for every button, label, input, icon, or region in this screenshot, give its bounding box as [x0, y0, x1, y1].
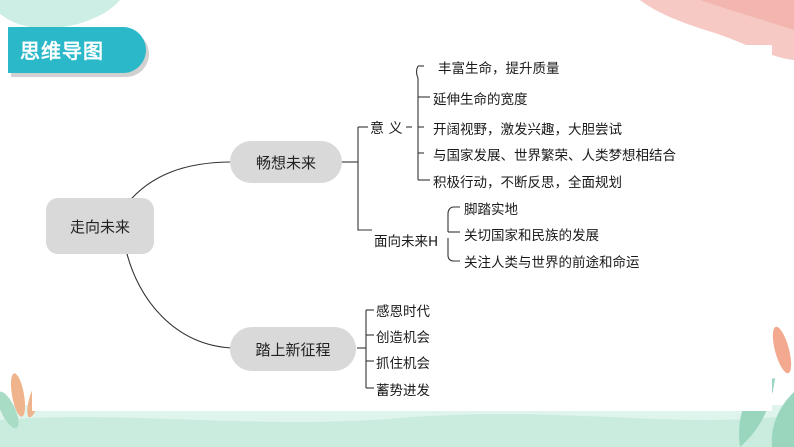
- meaning-item: 丰富生命，提升质量: [438, 61, 560, 77]
- content-card: [32, 45, 772, 411]
- meaning-item: 开阔视野，激发兴趣，大胆尝试: [433, 122, 622, 138]
- facing-item: 脚踏实地: [464, 202, 518, 218]
- meaning-item: 延伸生命的宽度: [433, 92, 528, 108]
- title-banner: 思维导图: [8, 27, 146, 73]
- journey-item: 抓住机会: [376, 356, 430, 372]
- facing-future-label: 面向未来H: [374, 234, 439, 250]
- branch-node-new-journey-label: 踏上新征程: [255, 340, 331, 359]
- meaning-item: 积极行动，不断反思，全面规划: [433, 175, 622, 191]
- facing-item: 关注人类与世界的前途和命运: [464, 255, 640, 271]
- meaning-item: 与国家发展、世界繁荣、人类梦想相结合: [433, 148, 676, 164]
- facing-item: 关切国家和民族的发展: [464, 228, 599, 244]
- journey-item: 创造机会: [376, 330, 430, 346]
- meaning-label: 意 义: [370, 121, 403, 137]
- branch-node-new-journey: 踏上新征程: [230, 327, 356, 371]
- journey-item: 蓄势进发: [376, 383, 430, 399]
- branch-node-imagine-future-label: 畅想未来: [255, 153, 316, 172]
- journey-item: 感恩时代: [376, 304, 430, 320]
- root-node: 走向未来: [46, 198, 154, 254]
- root-node-label: 走向未来: [69, 217, 130, 236]
- page-title: 思维导图: [20, 39, 104, 63]
- branch-node-imagine-future: 畅想未来: [230, 141, 342, 183]
